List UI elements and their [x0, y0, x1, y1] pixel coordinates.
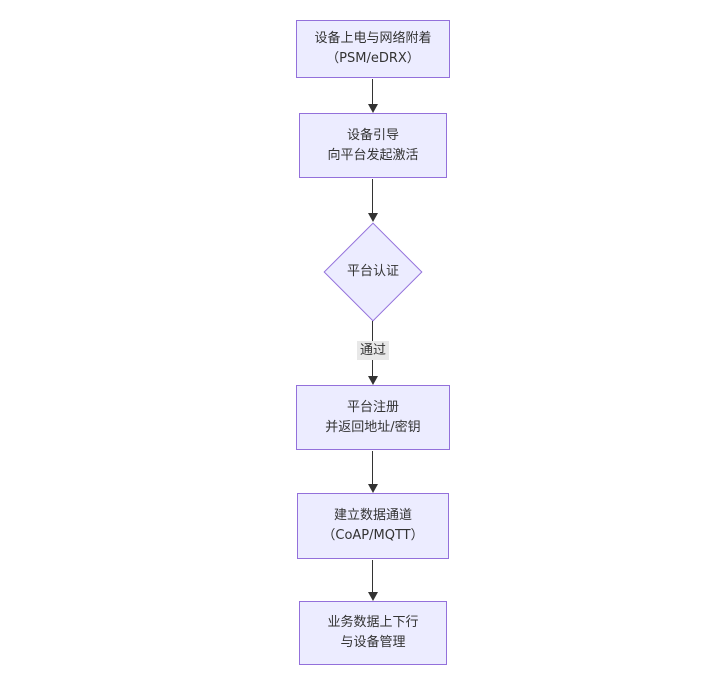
- node-text-line: 建立数据通道: [333, 508, 412, 523]
- node-text-line: 向平台发起激活: [327, 147, 419, 163]
- edge-line: [372, 179, 373, 213]
- node-platform-register: 平台注册 并返回地址/密钥: [296, 385, 450, 450]
- node-text-line: 并返回地址/密钥: [325, 419, 421, 435]
- arrowhead-down-icon: [368, 592, 378, 601]
- arrowhead-down-icon: [368, 213, 378, 222]
- node-text-line: （CoAP/MQTT）: [322, 528, 424, 543]
- node-business-data-management: 业务数据上下行 与设备管理: [299, 601, 447, 665]
- node-text-line: （PSM/eDRX）: [326, 51, 420, 66]
- node-power-network-attach: 设备上电与网络附着 （PSM/eDRX）: [296, 20, 450, 78]
- decision-platform-auth-label: 平台认证: [346, 264, 400, 279]
- edge-line: [372, 79, 373, 104]
- edge-line: [372, 451, 373, 484]
- node-device-bootstrap: 设备引导 向平台发起激活: [299, 113, 447, 178]
- arrowhead-down-icon: [368, 484, 378, 493]
- node-text-line: 设备引导: [346, 127, 399, 143]
- edge-label-pass: 通过: [356, 341, 390, 360]
- node-text-line: 与设备管理: [340, 635, 406, 650]
- node-text-line: 业务数据上下行: [327, 615, 419, 630]
- arrowhead-down-icon: [368, 376, 378, 385]
- edge-line: [372, 560, 373, 592]
- arrowhead-down-icon: [368, 104, 378, 113]
- node-text-line: 平台注册: [346, 399, 399, 415]
- node-data-channel: 建立数据通道 （CoAP/MQTT）: [297, 493, 449, 559]
- node-text-line: 设备上电与网络附着: [314, 31, 432, 46]
